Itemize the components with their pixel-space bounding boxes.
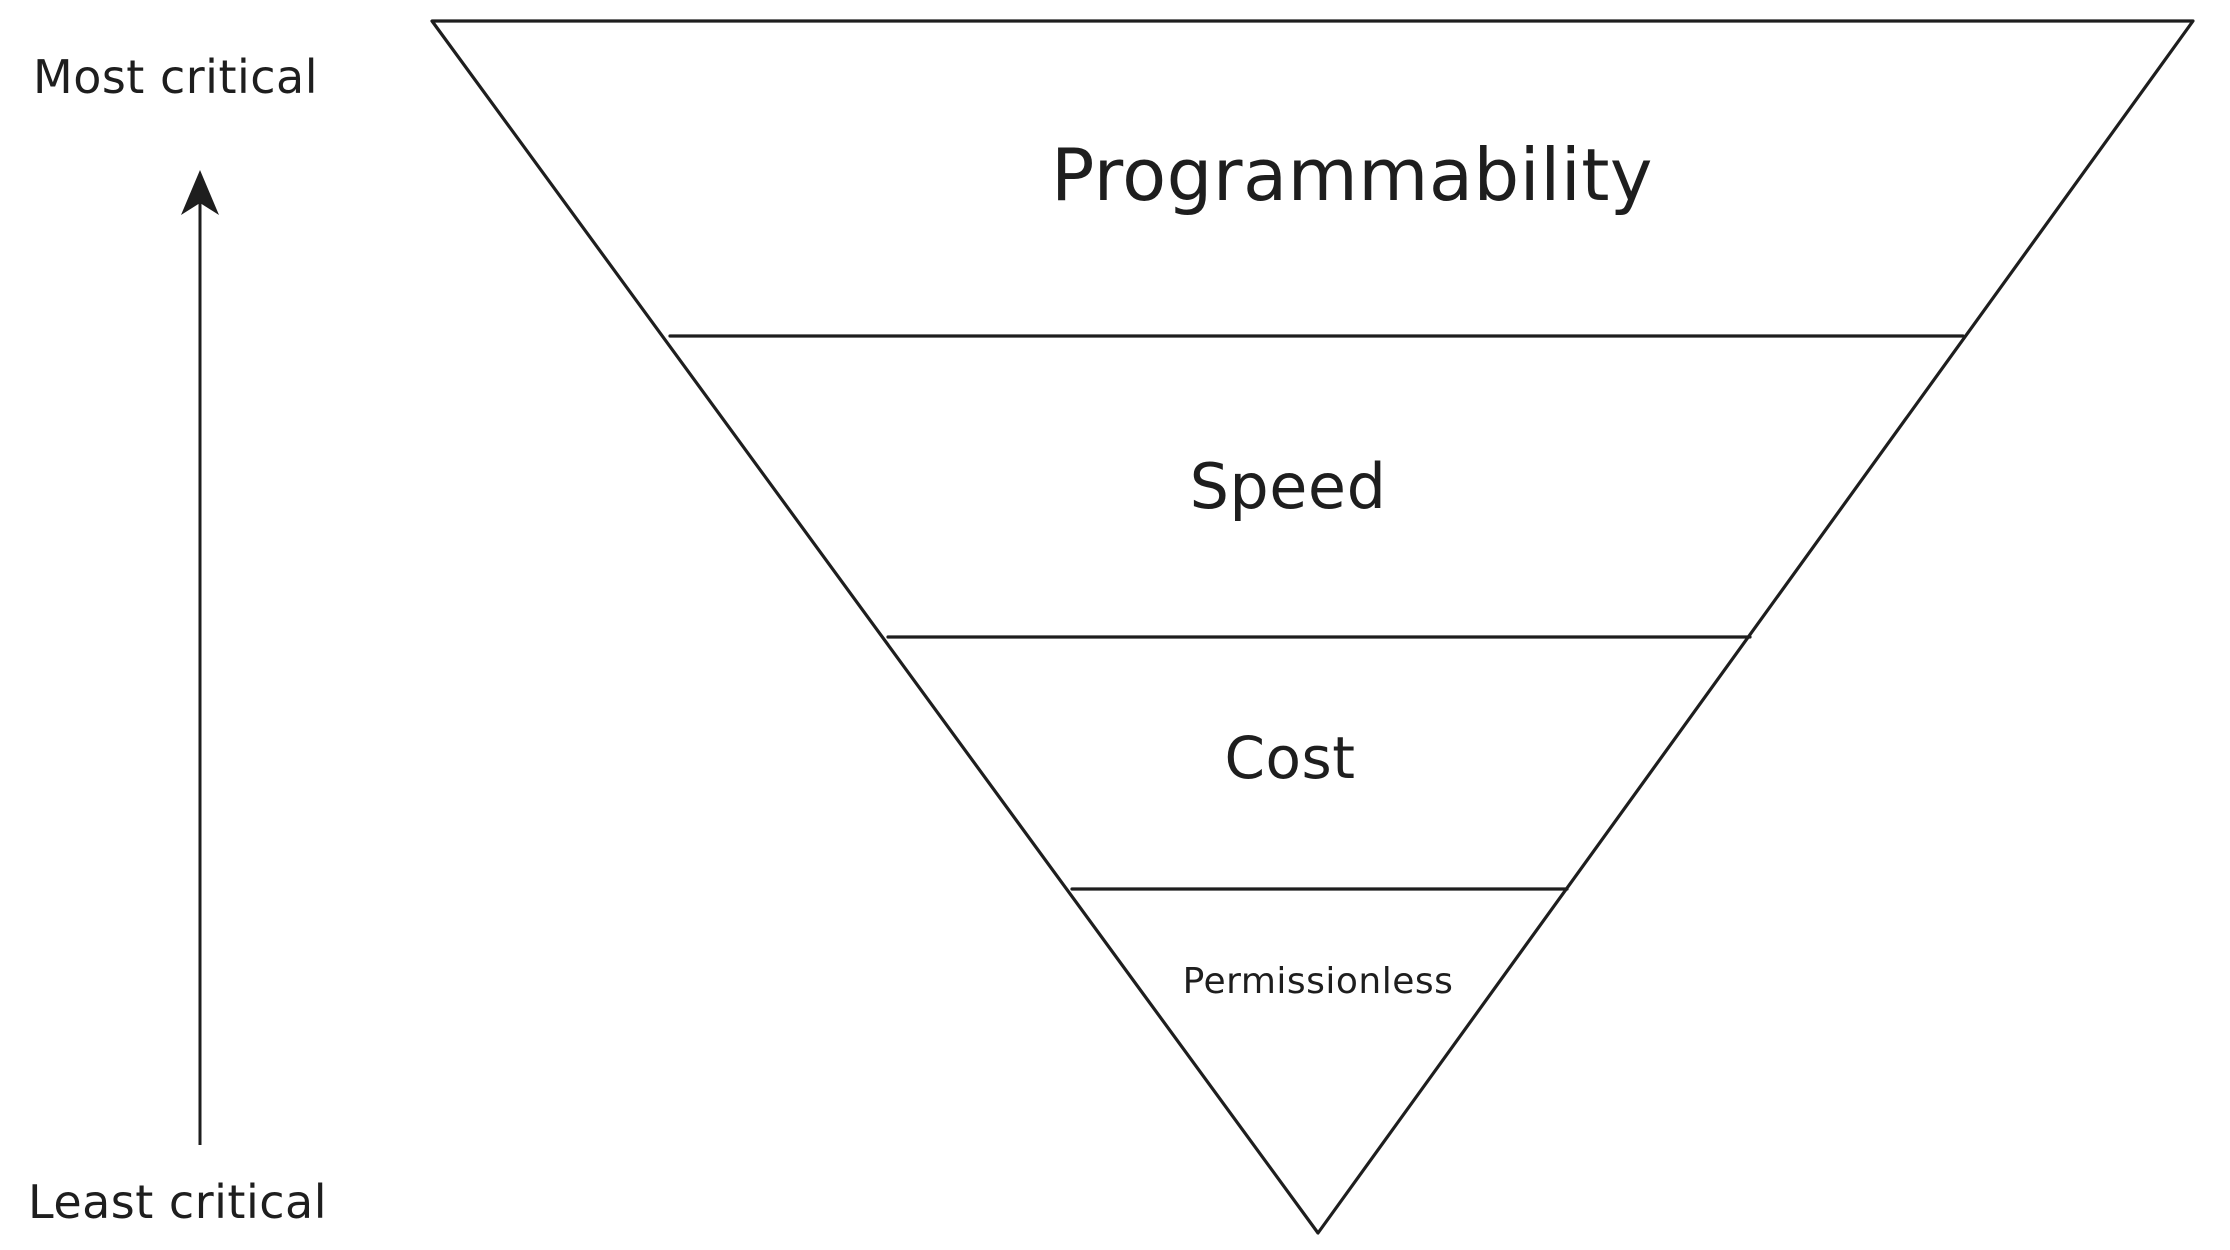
pyramid-outline <box>430 19 2195 1235</box>
axis-top-label: Most critical <box>33 50 318 104</box>
tier-label-speed[interactable]: Speed <box>1190 450 1387 523</box>
tier-dividers <box>668 334 1965 891</box>
tier-label-group: Programmability Speed Cost Permissionles… <box>1051 133 1653 1002</box>
criticality-axis <box>181 170 219 1145</box>
tier-label-programmability[interactable]: Programmability <box>1051 133 1653 217</box>
up-arrow-icon <box>181 170 219 215</box>
tier-label-cost[interactable]: Cost <box>1225 724 1356 792</box>
axis-bottom-label: Least critical <box>28 1175 327 1229</box>
triangle-border <box>430 19 2195 1235</box>
tier-label-permissionless[interactable]: Permissionless <box>1183 961 1454 1002</box>
